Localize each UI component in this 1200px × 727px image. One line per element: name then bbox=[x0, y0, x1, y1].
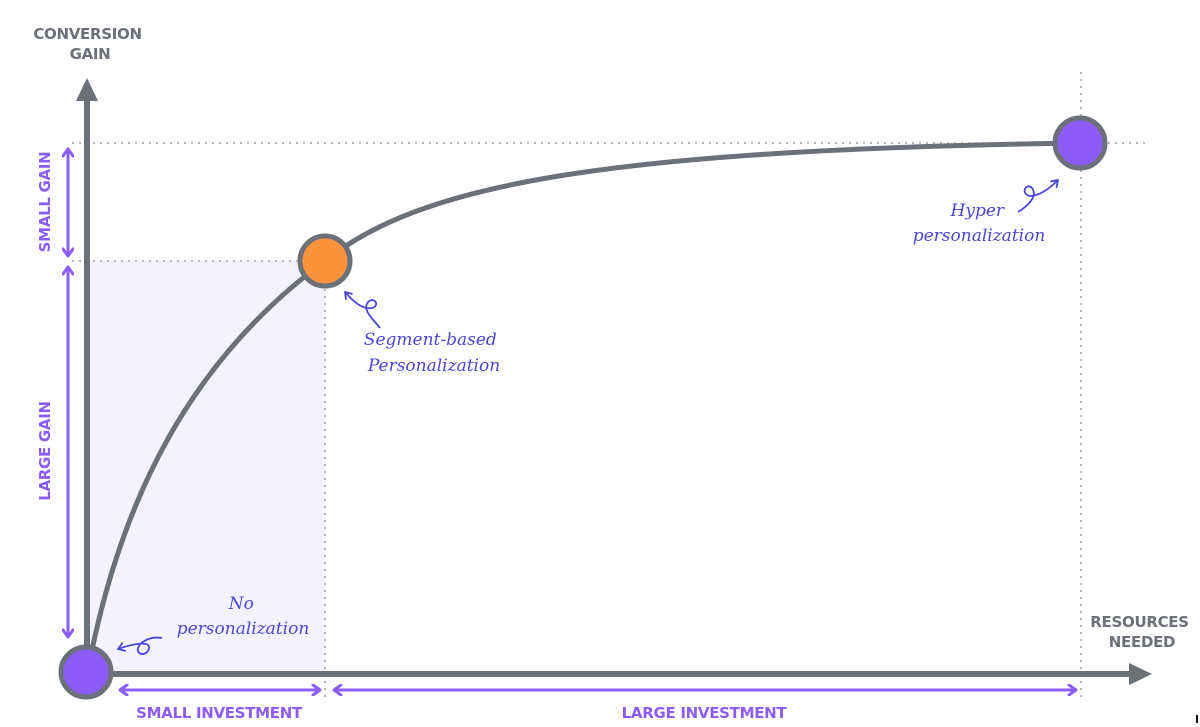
no-personalization-label: No personalization bbox=[177, 594, 310, 639]
segment-based-label: Segment-based Personalization bbox=[364, 330, 502, 376]
loop-arrow-icon bbox=[1017, 179, 1059, 213]
small-gain-label: SMALL GAIN bbox=[36, 152, 54, 253]
y-axis-arrow-icon bbox=[76, 78, 98, 101]
x-axis-arrow-icon bbox=[1129, 663, 1152, 685]
loop-arrow-icon bbox=[117, 636, 163, 655]
large-gain-label: LARGE GAIN bbox=[36, 401, 54, 501]
guide-lines bbox=[72, 72, 1150, 700]
small-investment-label: SMALL INVESTMENT bbox=[136, 704, 303, 722]
point-no-personalization bbox=[58, 644, 114, 700]
loop-arrow-icon bbox=[344, 291, 381, 329]
hyper-personalization-label: Hyper personalization bbox=[913, 201, 1046, 246]
point-hyper-personalization bbox=[1052, 115, 1108, 171]
axes bbox=[76, 78, 1152, 685]
cursor-mark bbox=[1196, 715, 1198, 723]
annotation-hyper-personalization: Hyper personalization bbox=[913, 179, 1059, 246]
y-axis-title: CONVERSION GAIN bbox=[33, 25, 146, 63]
small-investment-shaded-region bbox=[87, 261, 325, 674]
point-segment-based bbox=[297, 233, 353, 289]
x-axis-title: RESOURCES NEEDED bbox=[1090, 613, 1193, 651]
annotation-no-personalization: No personalization bbox=[117, 594, 310, 655]
large-investment-label: LARGE INVESTMENT bbox=[622, 704, 788, 722]
annotation-segment-based: Segment-based Personalization bbox=[344, 291, 502, 376]
